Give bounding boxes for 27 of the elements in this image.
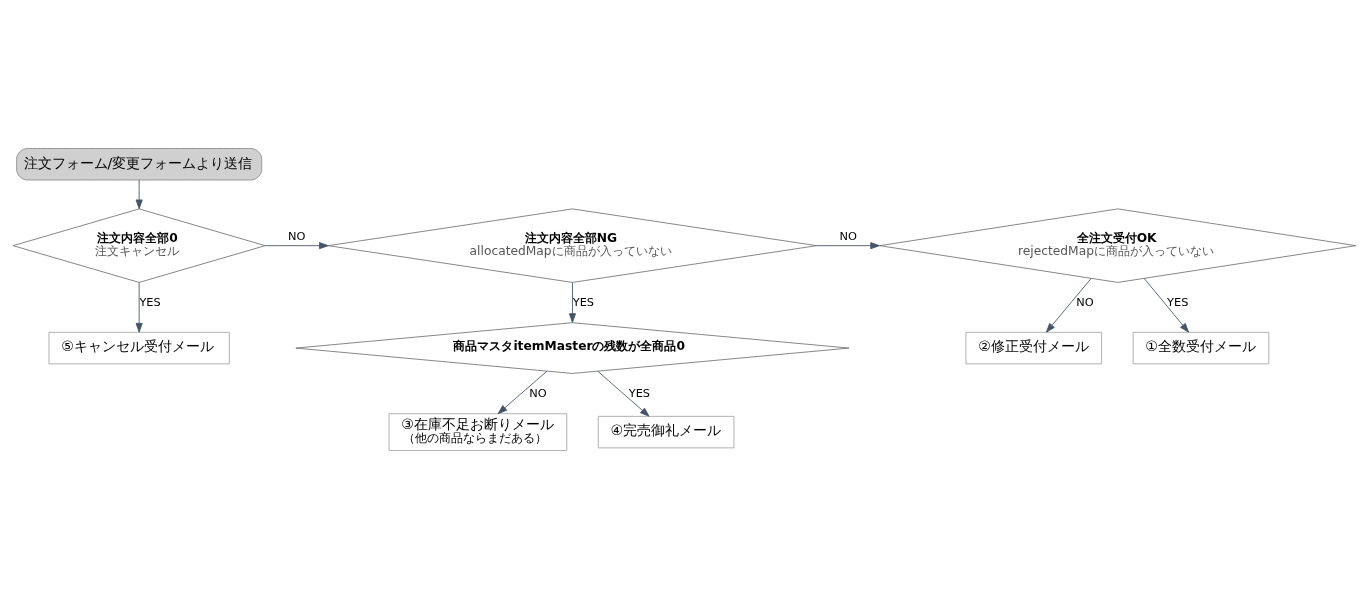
- edge-label: YES: [628, 385, 651, 400]
- arrow: [597, 370, 650, 417]
- edge-label: YES: [572, 294, 595, 309]
- arrow: [497, 370, 548, 415]
- arrow: [264, 242, 329, 250]
- node-box: ④完売御礼メール: [597, 415, 735, 449]
- arrow: [1045, 277, 1092, 333]
- edge-label: NO: [839, 228, 857, 243]
- edge-label: NO: [529, 385, 547, 400]
- arrow: [568, 282, 576, 323]
- arrow: [135, 282, 143, 333]
- node-diamond: 注文内容全部0 注文キャンセル: [12, 208, 266, 283]
- edge-label: YES: [1167, 294, 1189, 309]
- node-box: ①全数受付メール: [1132, 331, 1270, 365]
- edge-label: NO: [287, 228, 306, 243]
- arrow: [135, 179, 143, 210]
- node-box: ⑤キャンセル受付メール: [48, 331, 230, 365]
- node-diamond: 全注文受付OK rejectedMapに商品が入っていない: [879, 208, 1357, 283]
- arrow: [1143, 277, 1189, 333]
- edge-label: NO: [1076, 294, 1094, 309]
- node-box: ③在庫不足お断りメール （他の商品ならまだある）: [388, 413, 568, 451]
- node-box: 注文フォーム/変更フォームより送信: [16, 148, 263, 181]
- edge-label: YES: [139, 294, 161, 309]
- node-diamond: 注文内容全部NG allocatedMapに商品が入っていない: [327, 208, 818, 283]
- node-box: ②修正受付メール: [965, 331, 1103, 365]
- node-diamond: 商品マスタitemMasterの残数が全商品0: [295, 322, 850, 374]
- arrow: [816, 242, 880, 250]
